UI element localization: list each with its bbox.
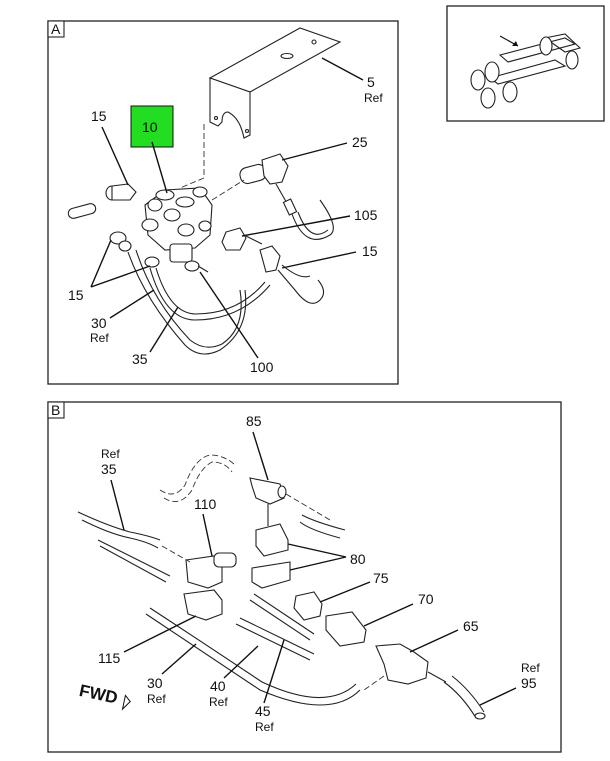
tube-part-45-b	[249, 593, 315, 641]
fitting-part-70	[325, 611, 367, 647]
valve-part-10	[141, 186, 213, 263]
callout-b-85[interactable]: 85	[246, 413, 262, 429]
tee-part-65	[363, 643, 447, 691]
elbow-part-115	[183, 589, 223, 621]
tube-part-30-35	[127, 249, 271, 355]
panel-b-tag-box	[47, 401, 65, 419]
callout-a-15-left[interactable]: 15	[68, 287, 84, 303]
panel-a-frame	[47, 20, 399, 385]
callout-b-40-ref: Ref	[209, 695, 228, 709]
leader-b-80-1	[287, 543, 347, 558]
tube-part-30-b	[145, 607, 361, 706]
callout-b-115[interactable]: 115	[98, 650, 121, 666]
callout-b-65[interactable]: 65	[463, 618, 479, 634]
callout-b-35-ref: Ref	[101, 447, 120, 461]
leader-a-15-left-2	[90, 265, 151, 288]
callout-a-30-ref: Ref	[90, 331, 109, 345]
leader-a-30	[109, 289, 155, 319]
leader-b-80-2	[289, 556, 347, 571]
leader-a-35	[149, 306, 179, 353]
leader-b-35	[110, 479, 125, 531]
callout-b-75[interactable]: 75	[373, 570, 389, 586]
leader-a-15-top	[101, 126, 129, 186]
elbow-part-25	[239, 153, 334, 240]
fitting-part-15-left	[109, 231, 160, 268]
nut-part-75	[293, 591, 323, 621]
tube-part-95	[443, 675, 485, 719]
callout-b-30[interactable]: 30	[147, 675, 163, 691]
leader-a-25	[281, 142, 348, 161]
callout-b-30-ref: Ref	[147, 692, 166, 706]
leader-b-95	[479, 687, 517, 706]
callout-a-15-right[interactable]: 15	[362, 243, 378, 259]
callout-a-35[interactable]: 35	[132, 351, 148, 367]
leader-a-15-right	[281, 251, 357, 269]
panel-a-tag: A	[51, 21, 61, 37]
leader-a-100	[199, 271, 259, 359]
panel-a: A	[47, 20, 399, 385]
leader-a-15-left-1	[90, 239, 112, 288]
panel-b-frame	[47, 401, 562, 753]
tube-part-35-b	[77, 511, 161, 541]
truck-chassis-icon	[470, 33, 582, 109]
leader-b-70	[363, 603, 414, 627]
highlight-box-10[interactable]	[130, 105, 174, 148]
leader-b-115	[123, 615, 197, 653]
callout-a-25[interactable]: 25	[352, 134, 368, 150]
leader-b-85	[252, 431, 269, 481]
fitting-part-100	[184, 260, 209, 273]
fwd-indicator: FWD	[78, 681, 131, 711]
callout-b-35[interactable]: 35	[101, 461, 117, 477]
tee-part-80	[251, 523, 291, 589]
elbow-part-110	[185, 552, 237, 589]
callout-a-105[interactable]: 105	[354, 207, 378, 223]
leader-b-110	[202, 513, 213, 557]
callout-b-80[interactable]: 80	[350, 551, 366, 567]
callout-b-45[interactable]: 45	[255, 703, 271, 719]
elbow-part-15-top	[67, 183, 137, 219]
callout-a-5[interactable]: 5	[367, 74, 375, 90]
leader-a-105	[241, 215, 351, 237]
locator-frame	[446, 5, 605, 122]
callout-b-45-ref: Ref	[255, 720, 274, 734]
callout-b-70[interactable]: 70	[418, 591, 434, 607]
tee-part-105	[221, 227, 263, 251]
callout-a-10[interactable]: 10	[142, 119, 158, 135]
leader-b-75	[319, 581, 371, 603]
fwd-label: FWD	[78, 681, 120, 708]
tube-part-40-b	[235, 617, 315, 661]
callout-b-110[interactable]: 110	[194, 496, 217, 512]
leader-b-65	[409, 629, 459, 653]
callout-a-15-top[interactable]: 15	[91, 108, 107, 124]
elbow-part-15-right	[259, 245, 325, 304]
locator-panel	[446, 5, 605, 122]
callout-b-95[interactable]: 95	[521, 675, 537, 691]
leader-a-10	[151, 141, 168, 194]
callout-a-100[interactable]: 100	[250, 359, 274, 375]
panel-b-tag: B	[51, 402, 60, 418]
callout-a-5-ref: Ref	[364, 91, 383, 105]
panel-b: B	[47, 401, 562, 753]
callout-b-40[interactable]: 40	[210, 678, 226, 694]
leader-b-30	[161, 643, 197, 675]
callout-a-30[interactable]: 30	[91, 315, 107, 331]
fwd-arrow-icon	[121, 694, 131, 711]
tee-part-85	[249, 477, 346, 539]
leader-a-5	[321, 57, 364, 81]
leader-b-45	[263, 639, 285, 704]
bracket-part-5	[208, 27, 342, 139]
leader-b-40	[223, 645, 259, 679]
callout-b-95-ref: Ref	[521, 661, 540, 675]
panel-a-tag-box	[47, 20, 65, 38]
